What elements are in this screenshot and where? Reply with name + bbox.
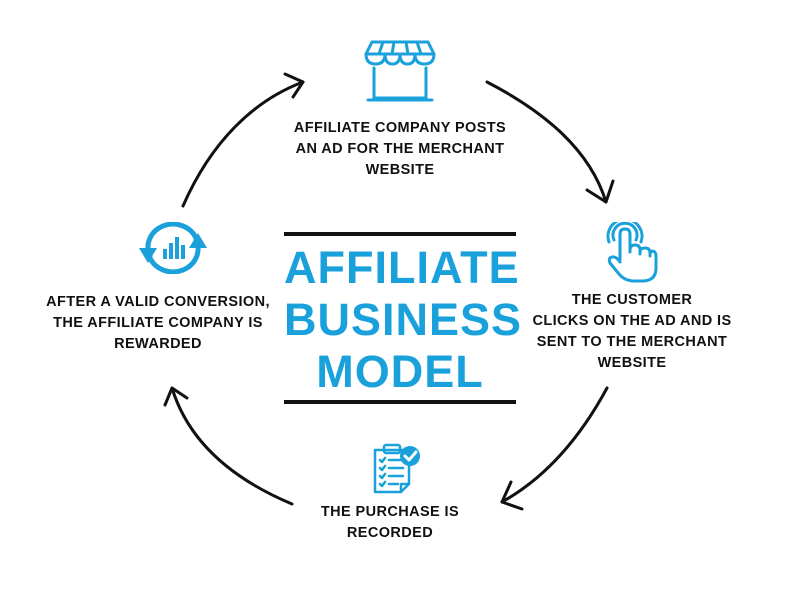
center-title: AFFILIATE BUSINESS MODEL — [284, 232, 523, 404]
step-post-ad-line-1: AFFILIATE COMPANY POSTS — [293, 120, 507, 136]
step-affiliate-rewarded-line-3: REWARDED — [114, 336, 202, 352]
step-customer-clicks-line-4: WEBSITE — [597, 355, 667, 371]
title-line-2: BUSINESS — [284, 294, 523, 345]
step-post-ad-line-2: AN AD FOR THE MERCHANT — [295, 141, 505, 157]
arrow-bottom-left — [163, 386, 294, 506]
clipboard-check-icon — [373, 443, 420, 494]
hand-pointer-icon — [606, 222, 658, 283]
step-customer-clicks-line-3: SENT TO THE MERCHANT — [536, 334, 728, 350]
step-customer-clicks-line-1: THE CUSTOMER — [571, 292, 693, 308]
step-post-ad: AFFILIATE COMPANY POSTS AN AD FOR THE ME… — [270, 118, 530, 181]
title-line-3: MODEL — [316, 346, 484, 397]
step-purchase-recorded-line-2: RECORDED — [346, 525, 434, 541]
title-rule-top — [284, 232, 516, 236]
step-purchase-recorded-line-1: THE PURCHASE IS — [320, 504, 460, 520]
storefront-icon — [364, 40, 436, 102]
chart-refresh-icon — [139, 222, 207, 274]
step-post-ad-line-3: WEBSITE — [365, 162, 435, 178]
arrow-top-left — [181, 72, 305, 208]
step-customer-clicks-line-2: CLICKS ON THE AD AND IS — [532, 313, 732, 329]
step-affiliate-rewarded-line-1: AFTER A VALID CONVERSION, — [46, 294, 270, 310]
title-rule-bottom — [284, 400, 516, 404]
step-affiliate-rewarded-line-2: THE AFFILIATE COMPANY IS — [53, 315, 263, 331]
title-line-1: AFFILIATE — [284, 242, 520, 293]
step-purchase-recorded: THE PURCHASE IS RECORDED — [290, 502, 490, 544]
step-customer-clicks: THE CUSTOMER CLICKS ON THE AD AND IS SEN… — [512, 290, 752, 374]
arrow-bottom-right — [500, 386, 609, 511]
arrow-top-right — [485, 80, 615, 204]
step-affiliate-rewarded: AFTER A VALID CONVERSION, THE AFFILIATE … — [28, 292, 288, 355]
